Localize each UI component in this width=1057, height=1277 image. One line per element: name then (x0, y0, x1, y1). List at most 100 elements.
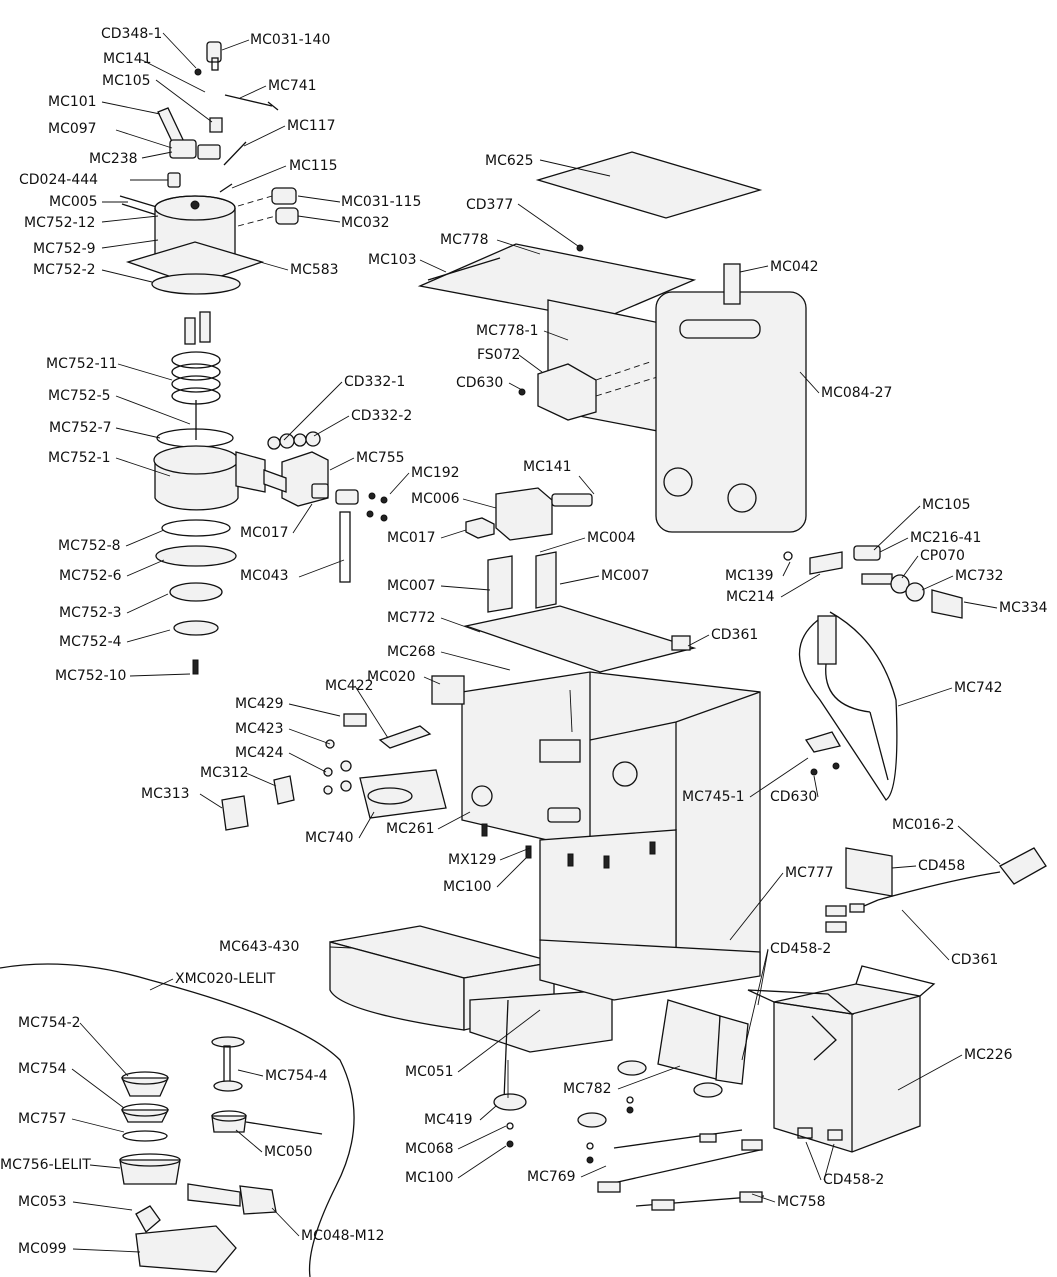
leader-line (499, 847, 531, 861)
label-50: MC214 (726, 589, 775, 605)
chassis-mc772 (463, 605, 841, 776)
label-26: MC084-27 (821, 385, 892, 401)
power-cord-mc016-2 (825, 847, 1047, 933)
label-16: MC752-2 (33, 262, 96, 278)
leader-line (101, 215, 159, 223)
label-13: MC752-12 (24, 215, 95, 231)
label-19: CD377 (466, 197, 513, 213)
label-57: MC752-10 (55, 668, 126, 684)
leader-line (687, 634, 710, 647)
label-24: FS072 (477, 347, 520, 363)
leader-line (126, 593, 169, 614)
leader-line (780, 573, 821, 598)
label-47: MC732 (955, 568, 1004, 584)
leader-line (389, 472, 410, 495)
leader-line (126, 629, 171, 643)
label-6: MC117 (287, 118, 336, 134)
label-22: MC042 (770, 259, 819, 275)
leader-line (243, 125, 286, 147)
label-51: MC334 (999, 600, 1048, 616)
leader-line (288, 752, 327, 773)
label-38: MC017 (240, 525, 289, 541)
leader-line (963, 601, 998, 609)
leader-line (897, 687, 953, 707)
label-80: MC226 (964, 1047, 1013, 1063)
leader-line (440, 651, 511, 671)
leader-line (559, 575, 600, 585)
label-37: MC105 (922, 497, 971, 513)
label-4: MC741 (268, 78, 317, 94)
leader-line (508, 382, 523, 391)
label-82: MC754 (18, 1061, 67, 1077)
leader-line (805, 1141, 822, 1181)
leader-line (115, 395, 191, 425)
leader-line (440, 529, 467, 539)
leader-line (155, 79, 213, 123)
label-85: MC757 (18, 1111, 67, 1127)
label-69: MC261 (386, 821, 435, 837)
base-plate (539, 939, 761, 1001)
label-65: MC313 (141, 786, 190, 802)
part-labels: CD348-1 MC031-140 MC141 MC105 MC741 MC10… (0, 26, 1048, 1257)
leader-line (221, 39, 250, 51)
label-79: MC754-2 (18, 1015, 81, 1031)
label-31: MC752-7 (49, 420, 112, 436)
leader-line (879, 537, 909, 553)
label-44: MC043 (240, 568, 289, 584)
label-34: MC141 (523, 459, 572, 475)
label-9: MC115 (289, 158, 338, 174)
leader-line (782, 561, 791, 577)
group-head-mc752-1 (153, 428, 266, 675)
leader-line (71, 1118, 125, 1133)
heating-element-mc005 (119, 195, 161, 217)
label-43: CP070 (920, 548, 965, 564)
leader-line (423, 676, 441, 685)
leader-line (288, 703, 341, 717)
label-14: MC032 (341, 215, 390, 231)
label-27: MC752-11 (46, 356, 117, 372)
label-95: MC048-M12 (301, 1228, 385, 1244)
label-67: CD630 (770, 789, 817, 805)
leader-line (517, 203, 579, 247)
leader-line (617, 1065, 681, 1090)
leader-line (437, 811, 471, 830)
leader-line (580, 1165, 607, 1178)
label-40: MC004 (587, 530, 636, 546)
leader-line (271, 1207, 300, 1237)
leader-line (141, 151, 173, 159)
leader-line (957, 825, 1001, 865)
leader-line (115, 427, 161, 439)
label-89: MC756-LELIT (0, 1157, 91, 1173)
label-68: MC016-2 (892, 817, 955, 833)
label-78: XMC020-LELIT (175, 971, 276, 987)
label-0: CD348-1 (101, 26, 162, 42)
leader-line (739, 265, 769, 273)
valve-mc755 (263, 431, 388, 583)
label-49: MC007 (601, 568, 650, 584)
label-63: MC424 (235, 745, 284, 761)
label-21: MC103 (368, 252, 417, 268)
frame-screws-mx129 (481, 823, 656, 869)
label-23: MC778-1 (476, 323, 539, 339)
label-41: MC216-41 (910, 530, 981, 546)
label-77: CD361 (951, 952, 998, 968)
leader-line (813, 775, 819, 798)
steam-valve-mc214 (783, 545, 963, 619)
label-39: MC017 (387, 530, 436, 546)
leader-line (115, 457, 171, 477)
leader-lines (71, 32, 1001, 1253)
label-87: MC068 (405, 1141, 454, 1157)
label-15: MC752-9 (33, 241, 96, 257)
parts-illustrations (0, 41, 1047, 1277)
lid-mc625 (535, 151, 763, 219)
clip-mc115 (219, 183, 233, 193)
steam-wand-mc742 (798, 611, 898, 801)
label-53: MC772 (387, 610, 436, 626)
leader-line (71, 1068, 125, 1109)
label-32: MC752-1 (48, 450, 111, 466)
leader-line (329, 457, 355, 471)
leader-line (799, 371, 820, 394)
label-35: MC192 (411, 465, 460, 481)
leader-line (72, 1248, 141, 1253)
leader-line (729, 872, 784, 941)
